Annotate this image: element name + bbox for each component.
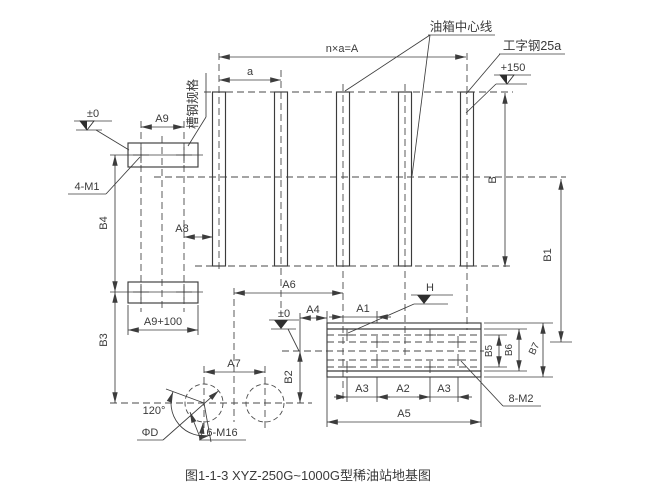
label-angle-120: 120° [143, 405, 166, 417]
level-symbol-h [411, 294, 453, 305]
plan-view-ibeam-strips [211, 91, 475, 267]
dim-label-a2: A2 [396, 383, 409, 395]
label-level-zero-top: ±0 [87, 108, 99, 120]
dim-label-b1: B1 [542, 248, 554, 261]
dim-label-a8: A8 [175, 223, 188, 235]
dim-label-b5: B5 [484, 344, 495, 357]
dim-label-a: a [247, 66, 254, 78]
dim-label-a3-left: A3 [355, 383, 368, 395]
dim-label-b7: B7 [527, 341, 542, 357]
label-level-plus150: +150 [501, 62, 526, 74]
bolt-circle-detail [137, 383, 285, 443]
base-bolt-crosses [341, 329, 464, 373]
pump-base-block [326, 322, 482, 378]
label-bolts-6m16: 6-M16 [206, 427, 237, 439]
dim-label-b6: B6 [504, 343, 515, 356]
label-diameter: ΦD [142, 427, 159, 439]
dimension-lines [112, 54, 564, 425]
pad-bolt-crosses [133, 147, 192, 300]
dim-label-b3: B3 [98, 333, 110, 346]
dim-label-a5: A5 [397, 408, 410, 420]
leaders [68, 34, 565, 407]
dim-label-a1: A1 [356, 303, 369, 315]
dim-label-a4: A4 [306, 304, 319, 316]
level-symbol-zero-mid [269, 319, 299, 330]
dim-label-b4: B4 [98, 216, 110, 229]
level-symbol-plus150 [494, 74, 531, 85]
dim-label-a7: A7 [227, 358, 240, 370]
dim-label-a6: A6 [282, 279, 295, 291]
dim-label-a3-right: A3 [437, 383, 450, 395]
dim-label-a9: A9 [155, 113, 168, 125]
dim-label-b2: B2 [283, 370, 295, 383]
callout-channel-spec: 槽钢规格 [185, 79, 200, 130]
label-level-h: H [426, 282, 434, 294]
figure-caption: 图1-1-3 XYZ-250G~1000G型稀油站地基图 [185, 468, 431, 483]
centerlines [110, 53, 566, 428]
label-level-zero-mid: ±0 [278, 308, 290, 320]
callout-i-beam: 工字钢25a [503, 38, 561, 53]
anchor-pads [110, 142, 203, 304]
level-symbol-zero-top [74, 120, 112, 131]
label-bolts-8m2: 8-M2 [508, 393, 533, 405]
dim-label-b: B [487, 176, 499, 183]
callout-tank-centerline: 油箱中心线 [430, 19, 493, 34]
dim-label-na: n×a=A [326, 43, 359, 55]
label-bolts-4m1: 4-M1 [74, 181, 99, 193]
labels: 油箱中心线 工字钢25a 槽钢规格 +150 ±0 ±0 H 4-M1 6-M1… [74, 19, 561, 483]
dim-label-a9-plus: A9+100 [144, 316, 182, 328]
